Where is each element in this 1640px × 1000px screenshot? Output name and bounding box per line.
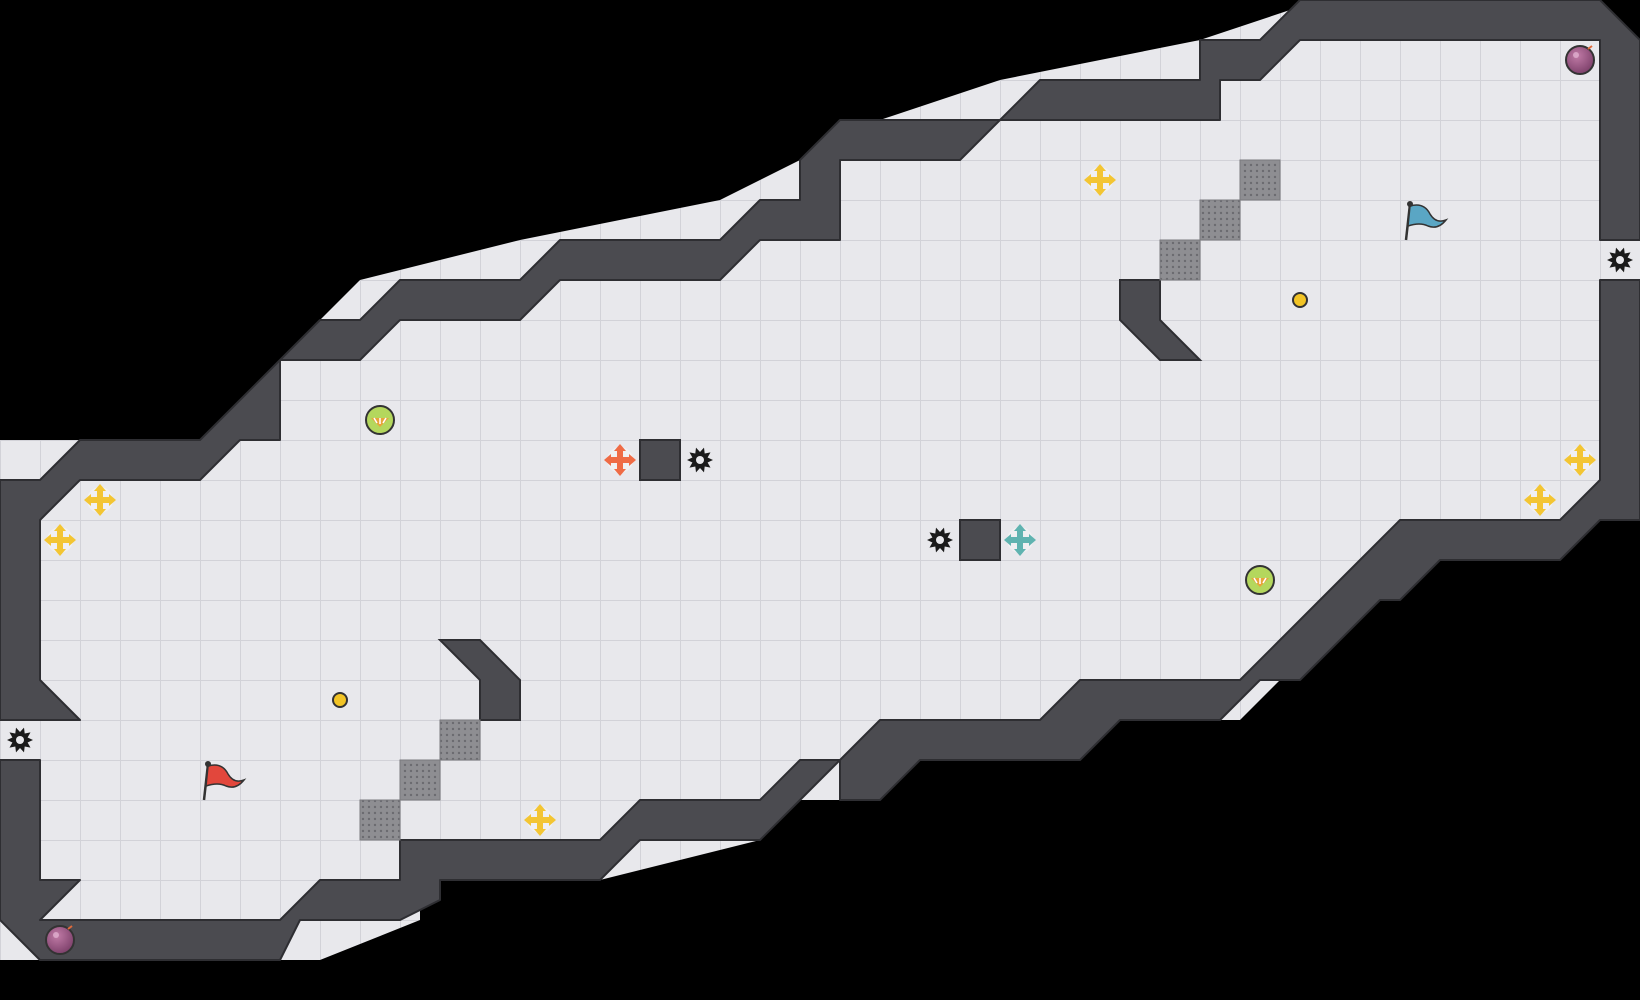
green-powerup-orb-icon bbox=[365, 405, 395, 435]
spiked-mine-icon bbox=[7, 727, 33, 753]
four-arrow-boost-icon bbox=[84, 484, 116, 516]
spiked-mine-icon bbox=[1607, 247, 1633, 273]
four-arrow-boost-icon bbox=[604, 444, 636, 476]
four-arrow-boost-icon bbox=[44, 524, 76, 556]
gate-tile-icon bbox=[399, 759, 441, 801]
flag-icon bbox=[1404, 201, 1449, 241]
gate-tile-icon bbox=[1199, 199, 1241, 241]
inner-wall-lower bbox=[437, 639, 521, 721]
bomb-icon bbox=[1565, 45, 1595, 75]
spiked-mine-icon bbox=[927, 527, 953, 553]
coin-icon bbox=[1292, 292, 1308, 308]
gate-tile-icon bbox=[1159, 239, 1201, 281]
coin-icon bbox=[332, 692, 348, 708]
four-arrow-boost-icon bbox=[524, 804, 556, 836]
arena-walls bbox=[0, 0, 1640, 961]
gate-tile-icon bbox=[439, 719, 481, 761]
wall-block-center-right bbox=[959, 519, 1001, 561]
gate-tile-icon bbox=[359, 799, 401, 841]
green-powerup-orb-icon bbox=[1245, 565, 1275, 595]
gate-tiles bbox=[359, 159, 1281, 841]
four-arrow-boost-icon bbox=[1004, 524, 1036, 556]
flag-icon bbox=[202, 761, 247, 801]
bomb-icon bbox=[45, 925, 75, 955]
gate-tile-icon bbox=[1239, 159, 1281, 201]
wall-block-center-left bbox=[639, 439, 681, 481]
four-arrow-boost-icon bbox=[1524, 484, 1556, 516]
four-arrow-boost-icon bbox=[1084, 164, 1116, 196]
four-arrow-boost-icon bbox=[1564, 444, 1596, 476]
spiked-mine-icon bbox=[687, 447, 713, 473]
